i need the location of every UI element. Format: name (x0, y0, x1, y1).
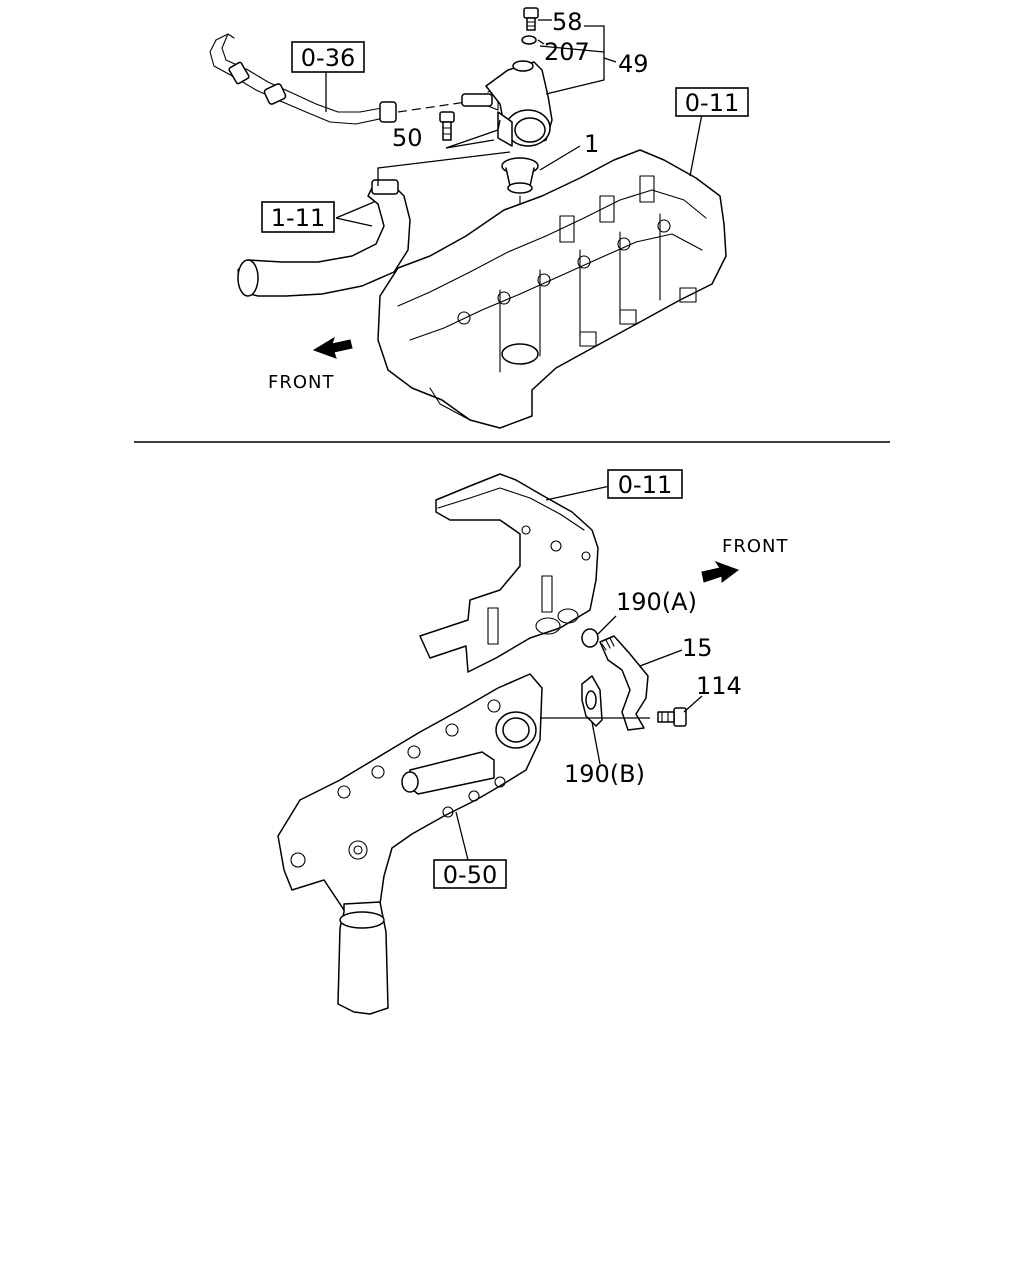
part-50-label[interactable]: 50 (392, 124, 423, 152)
bypass-pipe (209, 33, 499, 125)
ref-box-0-11-bottom[interactable]: 0-11 (607, 469, 683, 499)
ref-box-0-11-top[interactable]: 0-11 (675, 87, 749, 117)
ref-box-1-11[interactable]: 1-11 (261, 201, 335, 233)
top-section: 0-36 0-11 1-11 58 207 49 50 1 FRONT (209, 7, 749, 429)
part-1-label[interactable]: 1 (584, 130, 599, 158)
thermostat-housing (485, 60, 553, 147)
part-207-label[interactable]: 207 (544, 38, 590, 66)
part-114-label[interactable]: 114 (696, 672, 742, 700)
water-hose (237, 179, 411, 297)
bolt-114 (657, 707, 687, 727)
part-58-label[interactable]: 58 (552, 8, 583, 36)
oil-filter (337, 901, 389, 1015)
part-190b-label[interactable]: 190(B) (564, 760, 645, 788)
ref-0-36-label: 0-36 (301, 44, 355, 72)
ref-0-11-bottom-label: 0-11 (618, 471, 672, 499)
o-ring-190a (581, 628, 599, 648)
cylinder-block-side (419, 473, 599, 673)
front-arrow-top-icon (312, 336, 353, 359)
oil-cooler-housing (277, 673, 543, 911)
gasket-190b (581, 675, 603, 727)
part-49-label[interactable]: 49 (618, 50, 649, 78)
ref-box-0-36[interactable]: 0-36 (291, 41, 365, 73)
top-leader-lines (325, 19, 703, 227)
bottom-section: 0-11 0-50 190(A) 15 114 190(B) FRONT (277, 469, 789, 1015)
front-arrow-bottom-icon (701, 561, 740, 583)
part-15-label[interactable]: 15 (682, 634, 713, 662)
o-ring-207 (521, 35, 537, 45)
oil-pipe-15 (599, 635, 649, 731)
ref-0-50-label: 0-50 (443, 861, 497, 889)
part-190a-label[interactable]: 190(A) (616, 588, 697, 616)
ref-0-11-top-label: 0-11 (685, 89, 739, 117)
cylinder-head (377, 149, 727, 429)
bottom-leader-lines (455, 485, 703, 861)
bolt-50 (439, 111, 455, 141)
ref-box-0-50[interactable]: 0-50 (433, 859, 507, 889)
bolt-58 (523, 7, 539, 31)
front-label-bottom: FRONT (722, 536, 789, 557)
front-label-top: FRONT (268, 372, 335, 393)
ref-1-11-label: 1-11 (271, 204, 325, 232)
